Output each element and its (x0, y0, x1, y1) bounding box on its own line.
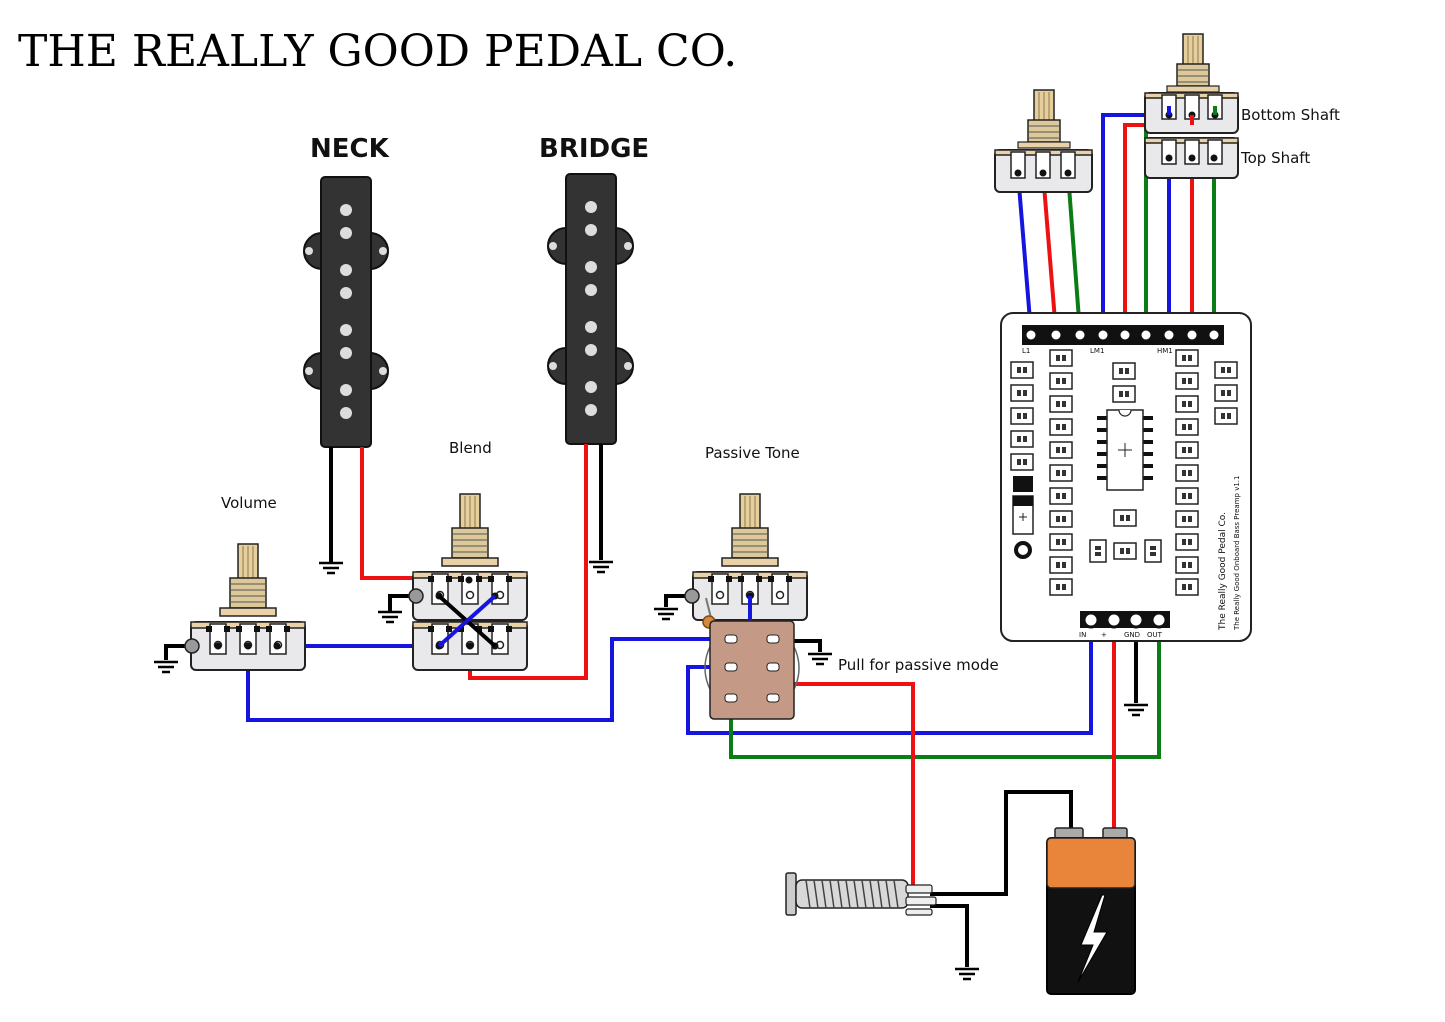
ground-symbol-tone (652, 607, 680, 621)
volume-pot[interactable] (190, 543, 306, 671)
tone-ground-wire (664, 594, 692, 607)
bridge-label: BRIDGE (539, 134, 649, 164)
preamp-pcb: L1 LM1 HM1 (1000, 312, 1252, 642)
volume-label: Volume (221, 494, 277, 512)
tone-ground-lug (684, 588, 700, 604)
ground-symbol-volume (152, 660, 180, 674)
volume-output-wire (246, 637, 731, 722)
pcb-pad-label-out: OUT (1147, 631, 1163, 639)
ground-symbol-pcb (1122, 703, 1150, 717)
pcb-pad-label-lm1: LM1 (1090, 347, 1104, 355)
neck-label: NECK (310, 134, 390, 164)
pcb-ic-chip (1097, 409, 1153, 491)
lightning-icon (1077, 894, 1108, 983)
ground-symbol-blend (376, 610, 404, 624)
switch-to-out-wire (729, 620, 1161, 759)
pcb-pad-label-plus: + (1101, 631, 1107, 639)
volume-ground-lug (184, 638, 200, 654)
bridge-pickup (547, 173, 634, 445)
blend-label: Blend (449, 439, 492, 457)
passive-tone-label: Passive Tone (705, 444, 800, 462)
l1-red-wire (1041, 172, 1058, 334)
switch-to-jack-wire (773, 682, 915, 888)
volume-ground-wire (164, 644, 192, 660)
ground-symbol-jack (953, 967, 981, 981)
output-jack[interactable] (785, 872, 937, 916)
pull-passive-label: Pull for passive mode (838, 656, 999, 674)
jack-ground-wire (930, 904, 969, 967)
ground-symbol-switch (806, 652, 834, 666)
ground-symbol-neck (317, 561, 345, 575)
brand-title: THE REALLY GOOD PEDAL CO. (18, 26, 737, 77)
l1-pot[interactable] (994, 89, 1093, 193)
top-shaft-label: Top Shaft (1240, 149, 1310, 167)
pcb-pad-label-gnd: GND (1124, 631, 1140, 639)
l1-green-wire (1066, 172, 1082, 334)
pcb-pad-label-l1: L1 (1022, 347, 1030, 355)
pcb-pad-label-hm1: HM1 (1157, 347, 1173, 355)
l1-blue-wire (1016, 172, 1033, 334)
pcb-pad-label-in: IN (1079, 631, 1086, 639)
push-pull-switch[interactable] (704, 620, 800, 720)
pcb-name-line2: The Really Good Onboard Bass Preamp v1.1 (1233, 476, 1241, 631)
bottom-shaft-label: Bottom Shaft (1241, 106, 1340, 124)
ground-symbol-bridge (587, 560, 615, 574)
pcb-name-line1: The Really Good Pedal Co. (1218, 512, 1228, 631)
neck-pickup (303, 176, 389, 448)
switch-to-in-wire (686, 620, 1093, 735)
blend-ground-lug (408, 588, 424, 604)
battery-9v (1046, 827, 1136, 995)
battery-neg-to-jack-wire (930, 790, 1073, 896)
